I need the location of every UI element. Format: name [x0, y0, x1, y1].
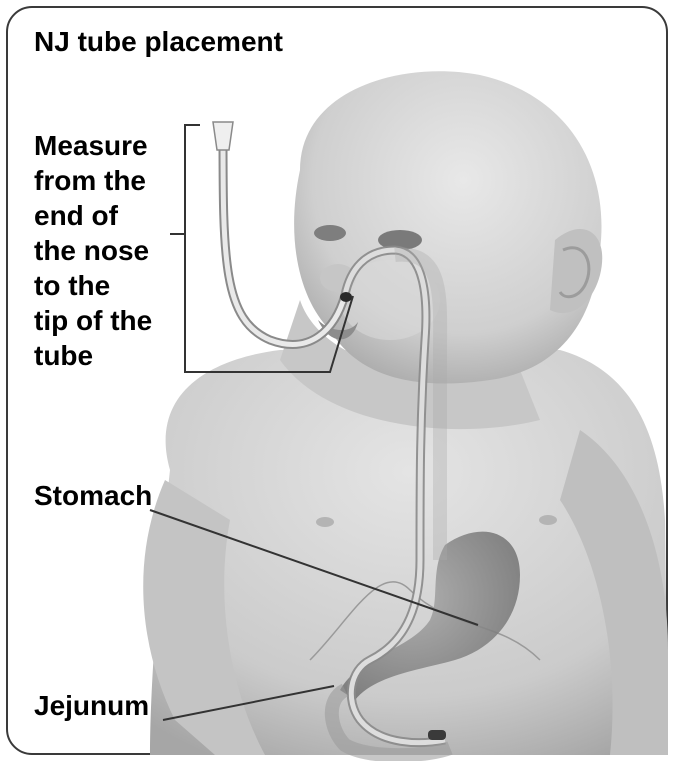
tube-tip	[428, 730, 446, 740]
jejunum-label: Jejunum	[34, 688, 149, 723]
nostril-marker	[340, 292, 352, 302]
stomach-label: Stomach	[34, 478, 152, 513]
measure-label: Measure from the end of the nose to the …	[34, 128, 152, 373]
ear	[550, 229, 602, 313]
figure-title: NJ tube placement	[34, 24, 283, 59]
tube-connector	[213, 122, 233, 150]
left-eye	[314, 225, 346, 241]
